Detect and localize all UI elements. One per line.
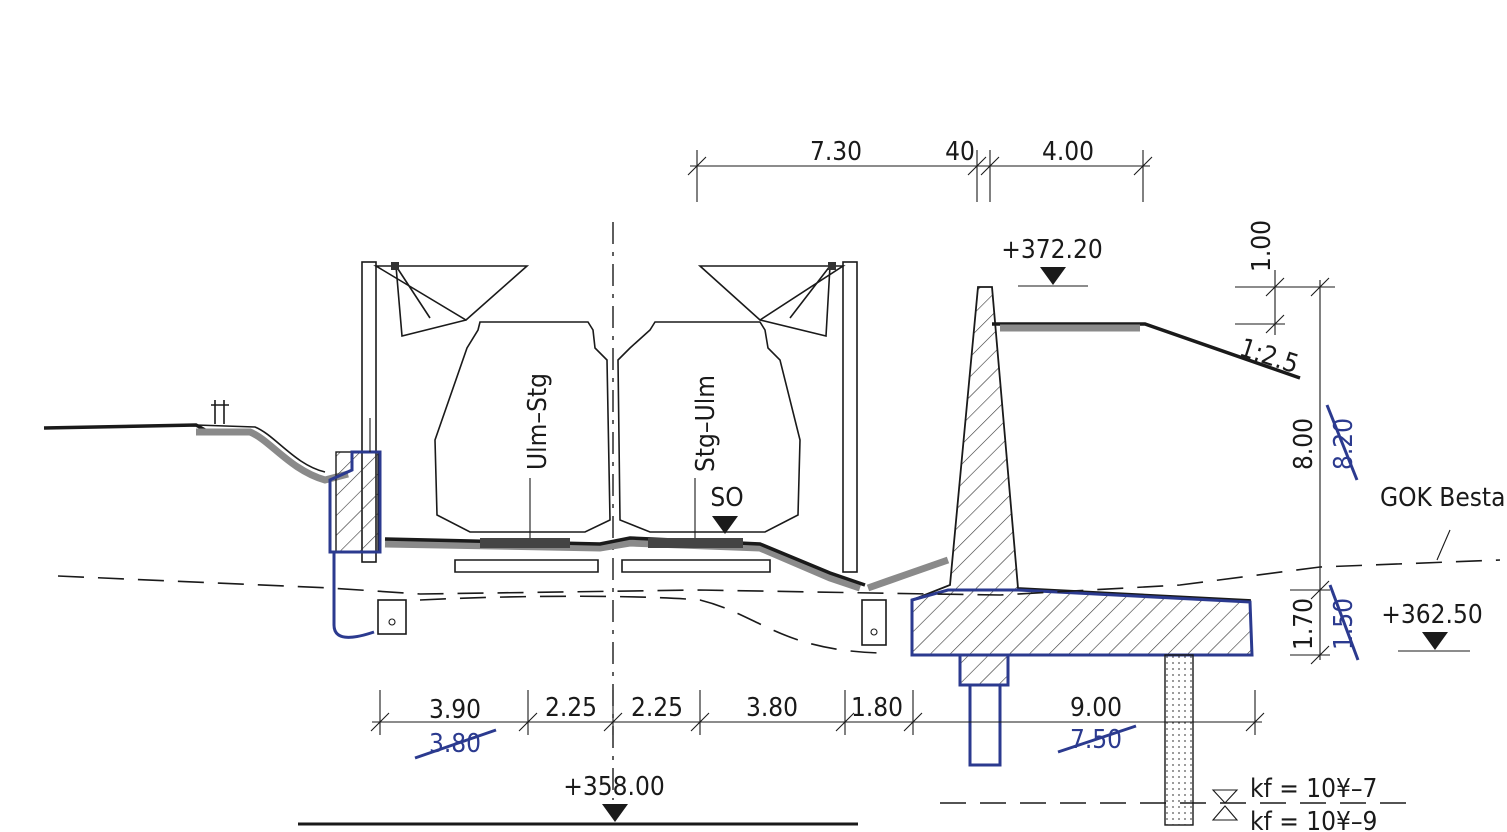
right-terrain: [992, 322, 1301, 380]
train-left: Ulm–Stg: [434, 321, 611, 545]
left-trough: [328, 418, 407, 639]
track-left-label: Ulm–Stg: [523, 373, 553, 470]
track-right-label: Stg–Ulm: [691, 375, 721, 472]
svg-text:+372.20: +372.20: [1001, 235, 1102, 265]
dim-bottom-2: 2.25: [545, 693, 597, 723]
svg-text:+358.00: +358.00: [563, 772, 664, 802]
elevation-marker-icon: [602, 804, 628, 822]
vertical-dimensions: 1.00 8.00 1.70 8.20 1.50: [1235, 220, 1360, 665]
bottom-dimension-chain: 3.90 2.25 2.25 3.80 1.80 9.00 3.80 7.50: [370, 690, 1265, 760]
drain-right: [861, 599, 887, 646]
track-formation: [384, 536, 950, 592]
ground-line-2: [419, 595, 881, 654]
kf-value-2: kf = 10¥–9: [1250, 807, 1377, 832]
dim-bottom-4: 3.80: [746, 693, 798, 723]
dim-bottom-5: 1.80: [851, 693, 903, 723]
kf-notes: kf = 10¥–7 kf = 10¥–9: [940, 774, 1420, 832]
dim-vertical-1: 1.00: [1247, 220, 1277, 272]
elevation-bottom: +358.00: [298, 772, 858, 826]
dim-bottom-1: 3.90: [429, 695, 481, 725]
kf-value-1: kf = 10¥–7: [1250, 774, 1377, 804]
ground-line: [57, 559, 1501, 596]
dim-top-1: 7.30: [810, 137, 862, 167]
left-mast: [361, 261, 530, 563]
right-mast: [697, 261, 858, 573]
so-label: SO: [710, 483, 743, 513]
dim-vertical-2: 8.00: [1289, 418, 1319, 470]
elevation-marker-icon: [1040, 267, 1066, 285]
dim-vertical-3: 1.70: [1289, 598, 1319, 650]
dim-bottom-3: 2.25: [631, 693, 683, 723]
elevation-marker-icon: [1422, 632, 1448, 650]
svg-text:+362.50: +362.50: [1381, 600, 1482, 630]
ground-label: GOK Bestan: [1380, 483, 1507, 513]
train-right: Stg–Ulm SO: [617, 321, 801, 545]
so-marker-icon: [712, 516, 738, 534]
dim-bottom-6: 9.00: [1070, 693, 1122, 723]
elevation-right: +362.50: [1381, 600, 1483, 652]
slope-label: 1:2.5: [1236, 333, 1302, 380]
retaining-wall: [910, 286, 1254, 826]
dim-top-2: 40: [945, 137, 975, 167]
top-dimension-chain: 7.30 40 4.00: [687, 137, 1153, 202]
dim-top-3: 4.00: [1042, 137, 1094, 167]
elevation-wall-top: +372.20: [1001, 235, 1103, 287]
left-terrain: [43, 400, 349, 484]
